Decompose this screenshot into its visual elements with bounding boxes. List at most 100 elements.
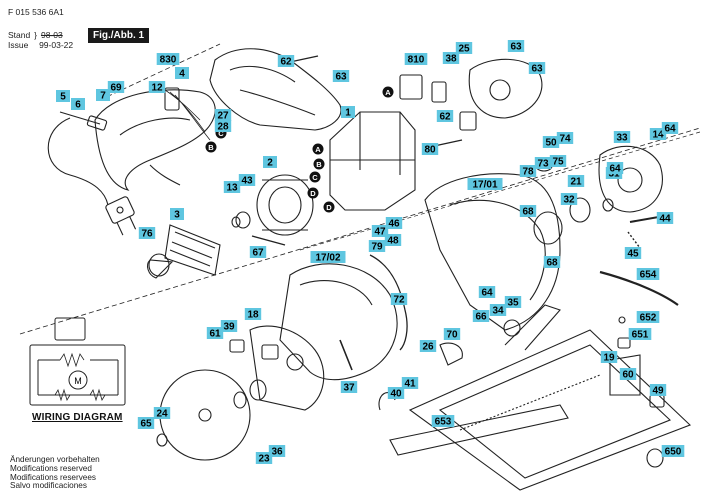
callout-letter: A bbox=[312, 143, 324, 155]
gear-32 bbox=[533, 211, 563, 245]
part-label-653: 653 bbox=[431, 415, 455, 428]
upper-blade-guard bbox=[424, 173, 561, 331]
svg-text:B: B bbox=[208, 143, 214, 152]
part-number-text: 18 bbox=[247, 310, 259, 321]
part-number-text: 64 bbox=[481, 288, 493, 299]
part-number-text: 47 bbox=[374, 227, 386, 238]
part-number-text: 73 bbox=[537, 159, 549, 170]
washer-34 bbox=[503, 319, 521, 337]
part-label-78: 78 bbox=[519, 165, 537, 178]
part-label-1: 1 bbox=[341, 106, 355, 119]
part-label-6: 6 bbox=[71, 98, 85, 111]
footer-note: Modifications reserved bbox=[10, 463, 92, 473]
document-number: F 015 536 6A1 bbox=[8, 7, 64, 17]
part-number-text: 63 bbox=[335, 72, 347, 83]
footer-notes: Änderungen vorbehalten Modifications res… bbox=[10, 455, 100, 491]
power-cable bbox=[47, 117, 109, 206]
part-number-text: 76 bbox=[141, 229, 153, 240]
wiring-diagram bbox=[29, 317, 126, 406]
part-number-text: 651 bbox=[632, 330, 649, 341]
part-number-text: 68 bbox=[522, 207, 534, 218]
part-number-text: 68 bbox=[546, 258, 558, 269]
switch-symbol bbox=[54, 317, 86, 341]
part-number-text: 652 bbox=[640, 313, 657, 324]
part-number-text: 63 bbox=[531, 64, 543, 75]
callout-letter: C bbox=[309, 171, 321, 183]
part-label-7: 7 bbox=[96, 89, 110, 102]
part-label-23: 23 bbox=[255, 452, 273, 465]
part-number-text: 38 bbox=[445, 54, 457, 65]
part-number-text: 66 bbox=[475, 312, 487, 323]
part-label-69: 69 bbox=[107, 81, 125, 94]
part-number-text: 6 bbox=[75, 100, 81, 111]
part-label-37: 37 bbox=[340, 381, 358, 394]
part-number-text: 650 bbox=[665, 447, 682, 458]
part-label-650: 650 bbox=[661, 445, 685, 458]
part-number-text: 75 bbox=[552, 157, 564, 168]
part-label-68: 68 bbox=[519, 205, 537, 218]
part-label-35: 35 bbox=[504, 296, 522, 309]
part-label-62: 62 bbox=[436, 110, 454, 123]
part-label-47: 47 bbox=[371, 225, 389, 238]
part-label-41: 41 bbox=[401, 377, 419, 390]
part-number-text: 72 bbox=[393, 295, 405, 306]
part-number-text: 45 bbox=[627, 249, 639, 260]
part-number-text: 23 bbox=[258, 454, 270, 465]
part-number-text: 14 bbox=[652, 130, 664, 141]
figure-label: Fig./Abb. 1 bbox=[88, 28, 150, 43]
part-label-3: 3 bbox=[170, 208, 184, 221]
part-number-text: 43 bbox=[241, 176, 253, 187]
part-label-74: 74 bbox=[556, 132, 574, 145]
part-label-12: 12 bbox=[148, 81, 166, 94]
brush-holder bbox=[399, 74, 423, 100]
callout-letter: B bbox=[205, 141, 217, 153]
clamp-26 bbox=[439, 342, 463, 366]
callout-letter: D bbox=[307, 187, 319, 199]
part-label-66: 66 bbox=[472, 310, 490, 323]
part-number-text: 653 bbox=[435, 417, 452, 428]
wiring-diagram-title: WIRING DIAGRAM bbox=[32, 412, 123, 423]
part-number-text: 3 bbox=[174, 210, 180, 221]
wiring-motor-label: M bbox=[74, 376, 82, 386]
spring-45 bbox=[627, 231, 641, 249]
part-label-5: 5 bbox=[56, 90, 70, 103]
part-number-text: 80 bbox=[424, 145, 436, 156]
part-number-text: 36 bbox=[271, 447, 283, 458]
footer-note: Änderungen vorbehalten bbox=[10, 455, 100, 464]
part-label-25: 25 bbox=[455, 42, 473, 55]
screw-67 bbox=[251, 235, 286, 246]
issue-value: 99-03-22 bbox=[39, 40, 74, 50]
part-number-text: 34 bbox=[492, 306, 504, 317]
part-number-text: 17/02 bbox=[315, 253, 340, 264]
part-label-75: 75 bbox=[549, 155, 567, 168]
part-label-64: 64 bbox=[661, 122, 679, 135]
part-number-text: 63 bbox=[510, 42, 522, 53]
part-number-text: 810 bbox=[408, 55, 425, 66]
part-number-text: 24 bbox=[156, 409, 168, 420]
part-number-text: 21 bbox=[570, 177, 582, 188]
svg-text:D: D bbox=[310, 189, 316, 198]
part-label-72: 72 bbox=[390, 293, 408, 306]
callout-letter: D bbox=[323, 201, 335, 213]
part-label-67: 67 bbox=[249, 246, 267, 259]
part-label-19: 19 bbox=[600, 351, 618, 364]
inner-guard bbox=[249, 325, 325, 411]
lever-654 bbox=[599, 270, 679, 306]
part-label-34: 34 bbox=[489, 304, 507, 317]
svg-text:A: A bbox=[315, 145, 321, 154]
part-label-810: 810 bbox=[404, 53, 428, 66]
part-label-63: 63 bbox=[507, 40, 525, 53]
svg-text:D: D bbox=[326, 203, 332, 212]
part-label-24: 24 bbox=[153, 407, 171, 420]
issue-line: Issue 99-03-22 bbox=[8, 40, 73, 50]
part-number-text: 25 bbox=[458, 44, 470, 55]
part-number-text: 31 bbox=[608, 169, 620, 180]
part-651 bbox=[617, 337, 631, 349]
part-number-text: 40 bbox=[390, 389, 402, 400]
part-number-text: 830 bbox=[160, 55, 177, 66]
part-number-text: 41 bbox=[404, 379, 416, 390]
part-label-27: 27 bbox=[214, 109, 232, 122]
riving-knife-19 bbox=[609, 354, 641, 396]
part-number-text: 37 bbox=[343, 383, 355, 394]
part-label-62: 62 bbox=[277, 55, 295, 68]
